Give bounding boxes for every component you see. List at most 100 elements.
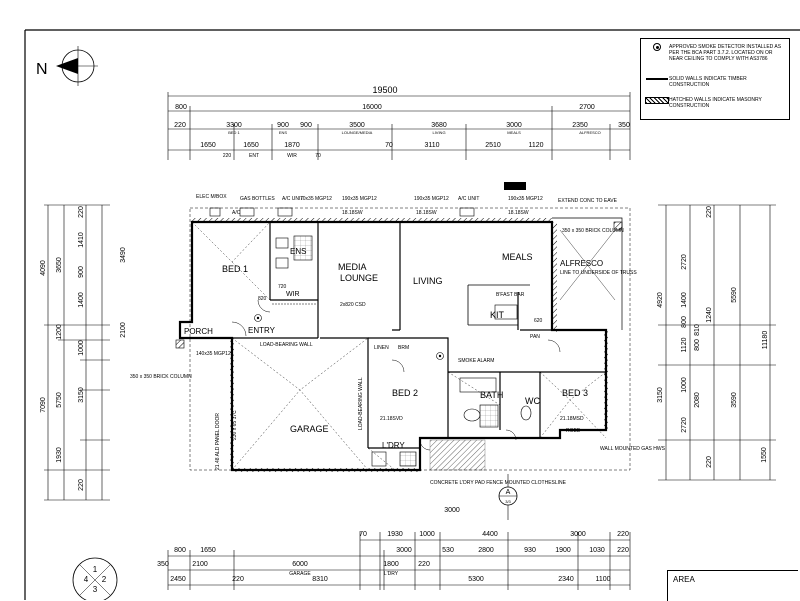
svg-text:2080: 2080 xyxy=(694,392,701,408)
svg-text:350: 350 xyxy=(618,122,630,129)
note-820: 820 xyxy=(258,296,267,302)
svg-text:1650: 1650 xyxy=(200,142,216,149)
svg-text:2450: 2450 xyxy=(170,576,186,583)
svg-text:530: 530 xyxy=(442,547,454,554)
dim-top-16000: 16000 xyxy=(362,104,382,111)
svg-text:3: 3 xyxy=(93,585,98,594)
svg-text:220: 220 xyxy=(706,456,713,468)
note-ext-conc: EXTEND CONC TO EAVE xyxy=(558,198,618,204)
svg-text:2100: 2100 xyxy=(192,561,208,568)
svg-text:BED 1: BED 1 xyxy=(228,130,240,135)
svg-text:800: 800 xyxy=(174,547,186,554)
annotations: ELEC M/BOX GAS BOTTLES A/C UNIT A/C UNIT… xyxy=(130,194,666,486)
room-porch: PORCH xyxy=(184,327,213,336)
north-label: N xyxy=(36,61,48,78)
svg-text:1400: 1400 xyxy=(78,292,85,308)
svg-text:810: 810 xyxy=(694,324,701,336)
dim-bottom-r4: 2450 220 8310 5300 2340 1100 xyxy=(170,576,610,583)
note-porch-beam: 140x35 MGP12 xyxy=(196,351,231,357)
svg-text:220: 220 xyxy=(78,206,85,218)
svg-text:1870: 1870 xyxy=(284,142,300,149)
svg-text:70: 70 xyxy=(359,531,367,538)
svg-text:350: 350 xyxy=(157,561,169,568)
legend-solid-row: SOLID WALLS INDICATE TIMBER CONSTRUCTION xyxy=(645,76,785,88)
svg-text:220: 220 xyxy=(232,576,244,583)
room-kit: KIT xyxy=(490,310,505,320)
svg-text:1: 1 xyxy=(93,565,98,574)
note-pan: PAN xyxy=(530,334,540,340)
note-ac: A/C xyxy=(232,210,241,216)
dim-top-rooms: BED 1 ENS LOUNGE/MEDIA LIVING MEALS ALFR… xyxy=(228,130,601,135)
room-bed1: BED 1 xyxy=(222,264,248,274)
note-span1: 18.18SW xyxy=(342,210,363,216)
svg-text:3110: 3110 xyxy=(424,142,439,149)
svg-text:3500: 3500 xyxy=(349,122,365,129)
note-span3: 18.18SW xyxy=(508,210,529,216)
svg-text:220: 220 xyxy=(223,153,232,159)
svg-text:2: 2 xyxy=(102,575,107,584)
note-load2: LOAD-BEARING WALL xyxy=(358,377,364,430)
svg-text:4400: 4400 xyxy=(482,531,498,538)
note-gas: GAS BOTTLES xyxy=(240,196,275,202)
svg-text:ENT: ENT xyxy=(249,153,259,159)
svg-text:1000: 1000 xyxy=(419,531,435,538)
room-media-2: LOUNGE xyxy=(340,273,378,283)
svg-text:1120: 1120 xyxy=(681,337,688,352)
room-entry: ENTRY xyxy=(248,326,276,335)
svg-text:70: 70 xyxy=(385,142,393,149)
svg-text:5750: 5750 xyxy=(56,392,63,408)
svg-text:4920: 4920 xyxy=(657,292,664,308)
room-wc: WC xyxy=(525,396,540,406)
note-ac-unit: A/C UNIT xyxy=(282,196,303,202)
room-alfresco: ALFRESCO xyxy=(560,259,603,268)
svg-text:2350: 2350 xyxy=(572,122,588,129)
svg-text:A: A xyxy=(506,489,511,496)
note-load1: LOAD-BEARING WALL xyxy=(260,342,313,348)
svg-text:3490: 3490 xyxy=(120,247,127,263)
svg-text:LOUNGE/MEDIA: LOUNGE/MEDIA xyxy=(342,130,373,135)
room-media-1: MEDIA xyxy=(338,262,367,272)
note-smoke: SMOKE ALARM xyxy=(458,358,494,364)
svg-text:ALFRESCO: ALFRESCO xyxy=(579,130,601,135)
room-living: LIVING xyxy=(413,276,443,286)
room-meals: MEALS xyxy=(502,252,533,262)
note-msd: 21.18MSD xyxy=(560,416,584,422)
svg-text:1900: 1900 xyxy=(555,547,571,554)
dim-bottom-r2: 800 1650 3000 530 2800 930 1900 1030 220 xyxy=(174,547,629,554)
svg-text:900: 900 xyxy=(277,122,289,129)
note-svd: 21.18SVD xyxy=(380,416,403,422)
svg-text:800: 800 xyxy=(681,316,688,328)
svg-text:1930: 1930 xyxy=(387,531,403,538)
right-dimensions xyxy=(658,204,776,481)
svg-text:2100: 2100 xyxy=(120,322,127,338)
dim-top-2700: 2700 xyxy=(579,104,595,111)
svg-text:70: 70 xyxy=(315,153,321,159)
note-line-truss: LINE TO UNDERSIDE OF TRUSS xyxy=(560,270,637,276)
svg-text:220: 220 xyxy=(174,122,186,129)
svg-text:8310: 8310 xyxy=(312,576,328,583)
svg-text:1000: 1000 xyxy=(681,377,688,393)
left-dimensions xyxy=(44,204,110,501)
room-labels: BED 1 MEDIA LOUNGE LIVING MEALS ALFRESCO… xyxy=(184,247,603,450)
svg-text:2340: 2340 xyxy=(558,576,574,583)
svg-text:1930: 1930 xyxy=(56,447,63,463)
svg-text:900: 900 xyxy=(78,266,85,278)
dim-top-800: 800 xyxy=(175,104,187,111)
svg-text:1240: 1240 xyxy=(706,307,713,323)
note-720: 720 xyxy=(278,284,287,290)
svg-text:220: 220 xyxy=(706,206,713,218)
dim-left: 4090 7090 3650 1200 5750 1930 220 1410 9… xyxy=(40,206,127,491)
svg-text:2720: 2720 xyxy=(681,417,688,433)
svg-text:1000: 1000 xyxy=(78,340,85,356)
note-beam4: 190x35 MGP12 xyxy=(508,196,543,202)
north-arrow: N xyxy=(36,46,98,86)
svg-text:930: 930 xyxy=(524,547,536,554)
room-ens: ENS xyxy=(290,247,306,256)
note-door: 21.48 ALD PANEL DOOR xyxy=(215,413,221,470)
note-bfast: B'FAST BAR xyxy=(496,292,525,298)
dim-top-row3: 220 3300 900 900 3500 3680 3000 2350 350 xyxy=(174,122,630,129)
legend-hatched-row: HATCHED WALLS INDICATE MASONRY CONSTRUCT… xyxy=(645,96,785,109)
dim-bottom-small: GARAGE L'DRY xyxy=(289,571,398,577)
room-wir: WIR xyxy=(286,291,300,298)
